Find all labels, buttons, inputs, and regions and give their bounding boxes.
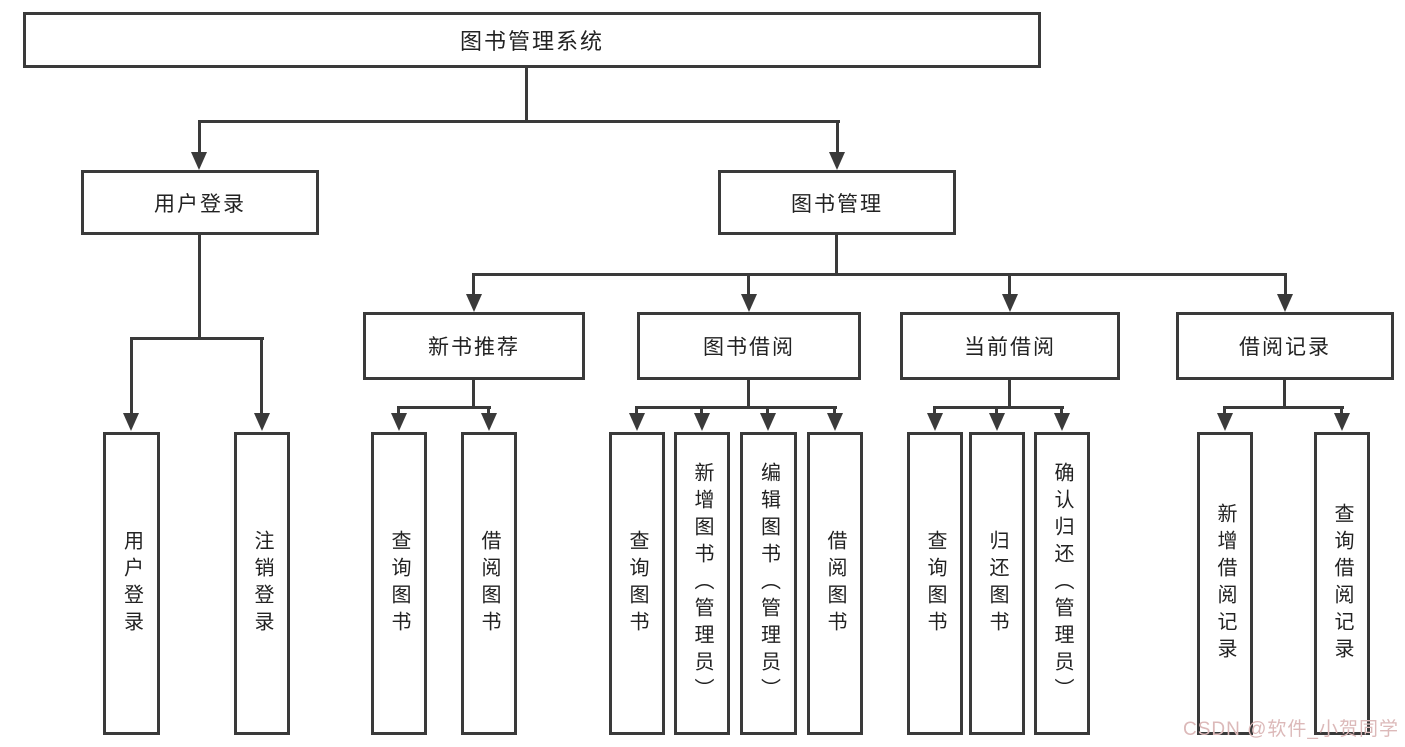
node-user-login-label: 用户登录 xyxy=(154,192,246,216)
connector-drop-user-login xyxy=(198,120,201,154)
leaf-borrowing-add-admin-label: 新增图书（管理员） xyxy=(691,462,713,705)
leaf-user-login-label: 用户登录 xyxy=(120,529,143,638)
node-root-label: 图书管理系统 xyxy=(459,29,604,54)
leaf-current-query-label: 查询图书 xyxy=(924,529,946,638)
connector-newbooks-stem xyxy=(472,380,475,409)
leaf-newbooks-query-label: 查询图书 xyxy=(388,529,410,638)
connector-drop-leaf-logout xyxy=(260,337,263,415)
node-user-login: 用户登录 xyxy=(81,170,319,235)
connector-drop-bw-edit xyxy=(766,406,769,415)
arrowhead-cu-query xyxy=(927,413,943,431)
connector-root-stem xyxy=(525,66,528,122)
connector-drop-nb-borrow xyxy=(487,406,490,415)
arrowhead-leaf-login xyxy=(123,413,139,431)
connector-drop-leaf-login xyxy=(130,337,133,415)
arrowhead-book-management xyxy=(829,152,845,170)
connector-drop-cu-query xyxy=(933,406,936,415)
leaf-current-return: 归还图书 xyxy=(969,432,1025,735)
leaf-records-add-label: 新增借阅记录 xyxy=(1214,502,1236,665)
arrowhead-borrowing xyxy=(741,294,757,312)
leaf-current-confirm-admin: 确认归还（管理员） xyxy=(1034,432,1090,735)
arrowhead-leaf-logout xyxy=(254,413,270,431)
arrowhead-bw-add xyxy=(694,413,710,431)
connector-drop-book-management xyxy=(836,120,839,154)
leaf-logout: 注销登录 xyxy=(234,432,290,735)
leaf-newbooks-query: 查询图书 xyxy=(371,432,427,735)
node-borrow-records: 借阅记录 xyxy=(1176,312,1394,380)
leaf-current-query: 查询图书 xyxy=(907,432,963,735)
connector-drop-cu-return xyxy=(995,406,998,415)
arrowhead-bw-borrow xyxy=(827,413,843,431)
leaf-borrowing-edit-admin: 编辑图书（管理员） xyxy=(740,432,797,735)
leaf-records-query: 查询借阅记录 xyxy=(1314,432,1370,735)
arrowhead-bw-edit xyxy=(760,413,776,431)
connector-records-stem xyxy=(1283,380,1286,409)
node-root: 图书管理系统 xyxy=(23,12,1041,68)
node-current-borrow-label: 当前借阅 xyxy=(964,336,1056,359)
leaf-current-return-label: 归还图书 xyxy=(986,529,1008,638)
arrowhead-rc-query xyxy=(1334,413,1350,431)
leaf-newbooks-borrow-label: 借阅图书 xyxy=(478,529,500,638)
connector-bookmgmt-splitter xyxy=(472,273,1287,276)
leaf-borrowing-edit-admin-label: 编辑图书（管理员） xyxy=(757,462,780,705)
leaf-newbooks-borrow: 借阅图书 xyxy=(461,432,517,735)
connector-drop-rc-add xyxy=(1223,406,1226,415)
connector-userlogin-stem xyxy=(198,235,201,337)
arrowhead-records xyxy=(1277,294,1293,312)
connector-current-splitter xyxy=(933,406,1064,409)
arrowhead-cu-return xyxy=(989,413,1005,431)
node-book-management: 图书管理 xyxy=(718,170,956,235)
connector-drop-cu-confirm xyxy=(1060,406,1063,415)
connector-borrowing-stem xyxy=(747,380,750,409)
node-book-management-label: 图书管理 xyxy=(791,192,883,216)
connector-root-splitter xyxy=(198,120,840,123)
connector-newbooks-splitter xyxy=(397,406,491,409)
arrowhead-new-books xyxy=(466,294,482,312)
node-new-book-recommend: 新书推荐 xyxy=(363,312,585,380)
connector-drop-current xyxy=(1008,273,1011,296)
leaf-records-query-label: 查询借阅记录 xyxy=(1331,502,1353,665)
leaf-records-add: 新增借阅记录 xyxy=(1197,432,1253,735)
connector-bookmgmt-stem xyxy=(835,235,838,276)
arrowhead-user-login xyxy=(191,152,207,170)
node-book-borrowing-label: 图书借阅 xyxy=(703,336,795,359)
leaf-user-login: 用户登录 xyxy=(103,432,160,735)
leaf-borrowing-query: 查询图书 xyxy=(609,432,665,735)
leaf-borrowing-query-label: 查询图书 xyxy=(626,529,648,638)
node-new-book-recommend-label: 新书推荐 xyxy=(428,336,520,359)
node-borrow-records-label: 借阅记录 xyxy=(1239,336,1331,359)
connector-drop-bw-borrow xyxy=(833,406,836,415)
leaf-borrowing-borrow: 借阅图书 xyxy=(807,432,863,735)
leaf-borrowing-borrow-label: 借阅图书 xyxy=(824,529,846,638)
connector-drop-borrowing xyxy=(747,273,750,296)
connector-drop-new-books xyxy=(472,273,475,296)
connector-drop-rc-query xyxy=(1340,406,1343,415)
connector-records-splitter xyxy=(1223,406,1344,409)
arrowhead-nb-query xyxy=(391,413,407,431)
connector-drop-bw-query xyxy=(635,406,638,415)
connector-drop-records xyxy=(1284,273,1287,296)
connector-drop-bw-add xyxy=(700,406,703,415)
arrowhead-bw-query xyxy=(629,413,645,431)
connector-drop-nb-query xyxy=(397,406,400,415)
connector-current-stem xyxy=(1008,380,1011,409)
connector-userlogin-splitter xyxy=(130,337,264,340)
arrowhead-cu-confirm xyxy=(1054,413,1070,431)
node-book-borrowing: 图书借阅 xyxy=(637,312,861,380)
arrowhead-nb-borrow xyxy=(481,413,497,431)
leaf-logout-label: 注销登录 xyxy=(251,529,273,638)
connector-borrowing-splitter xyxy=(635,406,837,409)
leaf-current-confirm-admin-label: 确认归还（管理员） xyxy=(1051,462,1073,705)
arrowhead-rc-add xyxy=(1217,413,1233,431)
node-current-borrow: 当前借阅 xyxy=(900,312,1120,380)
arrowhead-current xyxy=(1002,294,1018,312)
leaf-borrowing-add-admin: 新增图书（管理员） xyxy=(674,432,730,735)
watermark: CSDN @软件_小贺同学 xyxy=(1183,719,1399,740)
